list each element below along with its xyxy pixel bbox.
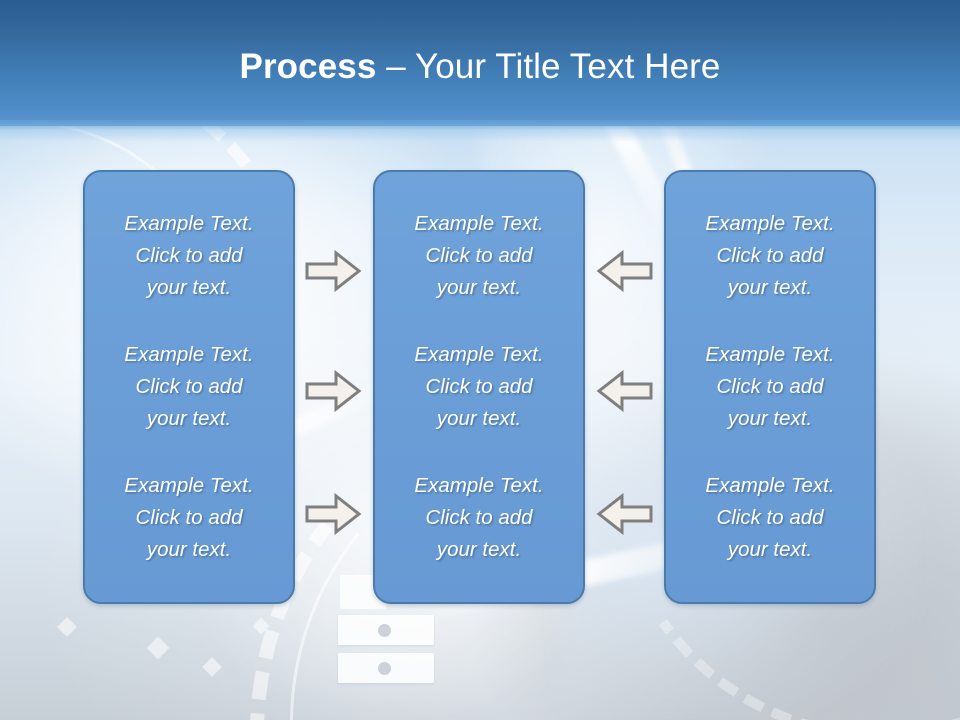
page-title-bold: Process xyxy=(239,47,377,86)
background-server-icon xyxy=(338,575,438,683)
title-banner-fade xyxy=(0,120,960,142)
process-cell-right-3[interactable]: Example Text. Click to add your text. xyxy=(705,474,835,562)
process-cell-middle-3[interactable]: Example Text. Click to add your text. xyxy=(414,474,544,562)
process-cell-middle-2[interactable]: Example Text. Click to add your text. xyxy=(414,342,544,430)
process-cell-right-2[interactable]: Example Text. Click to add your text. xyxy=(705,342,835,430)
arrow-left-icon-row2[interactable] xyxy=(595,367,655,415)
arrow-right-icon-row3[interactable] xyxy=(303,490,363,538)
arrow-left-icon-row1[interactable] xyxy=(595,247,655,295)
page-title: Process – Your Title Text Here xyxy=(0,46,960,88)
arrow-right-icon-row2[interactable] xyxy=(303,367,363,415)
server-icon-bay-1 xyxy=(338,615,434,645)
server-icon-bay-2 xyxy=(338,653,434,683)
process-column-right[interactable]: Example Text. Click to add your text. Ex… xyxy=(664,170,876,604)
page-title-rest: – Your Title Text Here xyxy=(376,47,721,86)
process-column-middle[interactable]: Example Text. Click to add your text. Ex… xyxy=(373,170,585,604)
process-cell-left-2[interactable]: Example Text. Click to add your text. xyxy=(124,342,254,430)
process-cell-middle-1[interactable]: Example Text. Click to add your text. xyxy=(414,211,544,299)
arrow-right-icon-row1[interactable] xyxy=(303,247,363,295)
process-cell-left-3[interactable]: Example Text. Click to add your text. xyxy=(124,474,254,562)
arrow-left-icon-row3[interactable] xyxy=(595,490,655,538)
process-cell-right-1[interactable]: Example Text. Click to add your text. xyxy=(705,211,835,299)
title-banner xyxy=(0,0,960,126)
process-cell-left-1[interactable]: Example Text. Click to add your text. xyxy=(124,211,254,299)
process-column-left[interactable]: Example Text. Click to add your text. Ex… xyxy=(83,170,295,604)
